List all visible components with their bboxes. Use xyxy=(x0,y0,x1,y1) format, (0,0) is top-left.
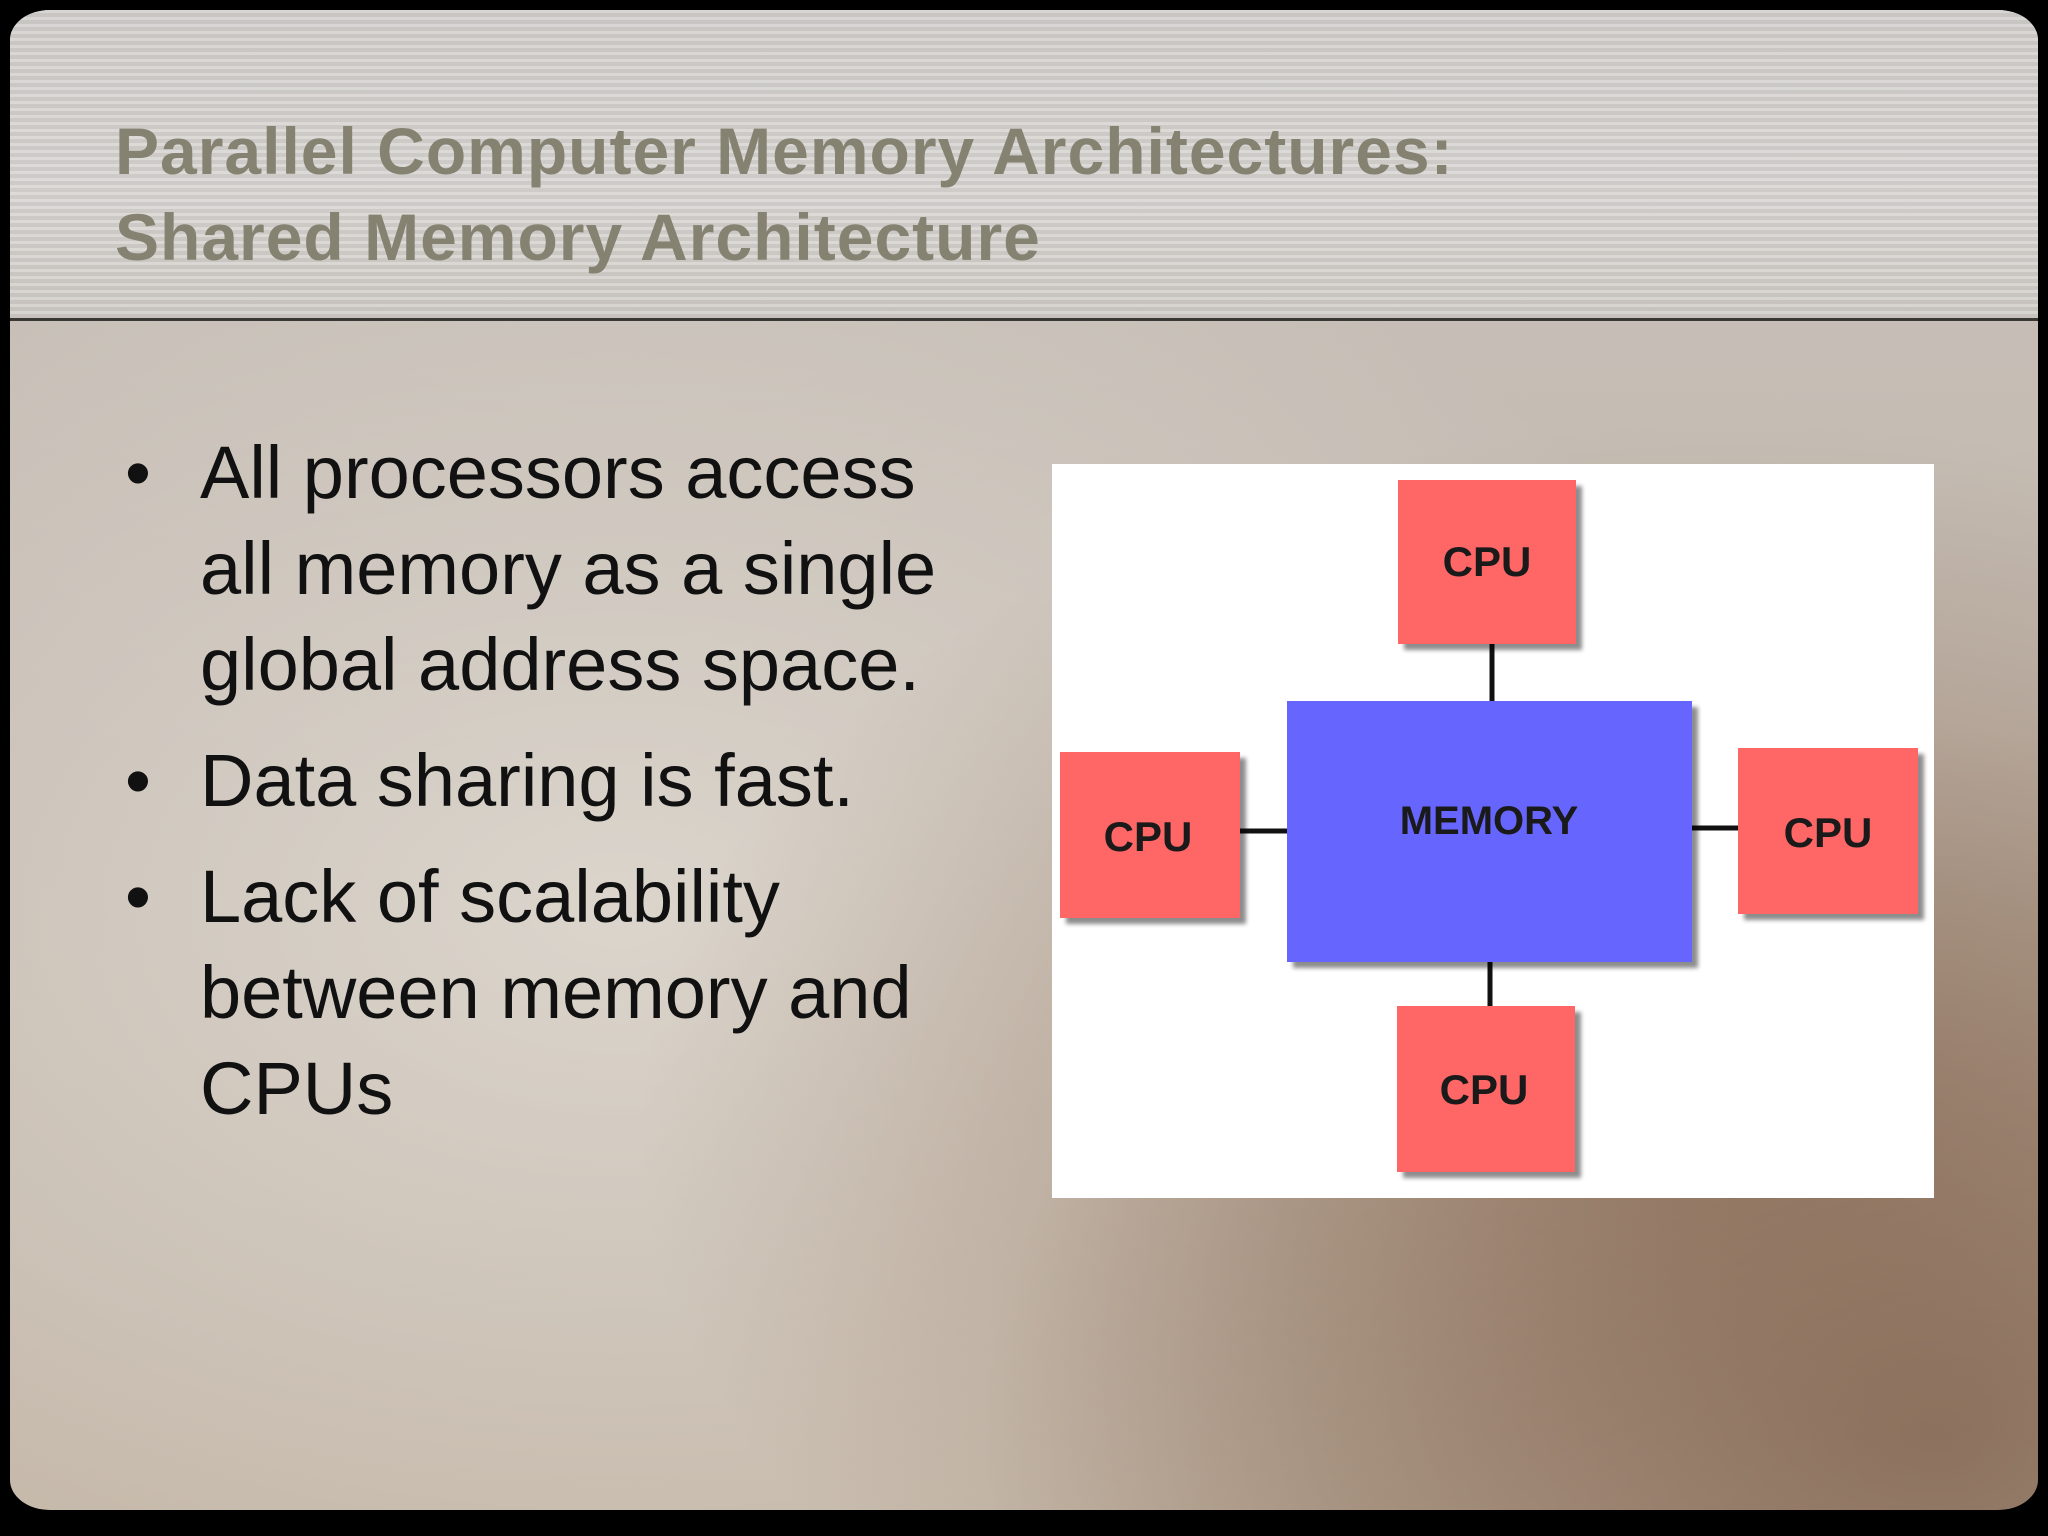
bullet-glyph: • xyxy=(125,431,151,514)
bullet-item: • Data sharing is fast. xyxy=(115,733,995,829)
bullet-item: • All processors access all memory as a … xyxy=(115,425,995,713)
memory-block xyxy=(1287,701,1692,962)
bullet-text: Lack of scalability between memory and C… xyxy=(200,855,912,1130)
bullet-text: Data sharing is fast. xyxy=(200,739,854,822)
cpu-label-top: CPU xyxy=(1443,538,1532,585)
memory-label: MEMORY xyxy=(1400,799,1579,843)
header-divider xyxy=(10,318,2038,321)
cpu-label-left: CPU xyxy=(1104,813,1193,860)
shared-memory-diagram: MEMORY CPU CPU CPU CPU xyxy=(1052,464,1934,1198)
bullet-list: • All processors access all memory as a … xyxy=(115,425,995,1157)
bullet-item: • Lack of scalability between memory and… xyxy=(115,849,995,1137)
bullet-glyph: • xyxy=(125,855,151,938)
title-line-1: Parallel Computer Memory Architectures: xyxy=(115,114,1454,188)
cpu-block-left xyxy=(1060,752,1240,918)
cpu-label-bottom: CPU xyxy=(1440,1066,1529,1113)
cpu-block-bottom xyxy=(1397,1006,1575,1172)
header-band xyxy=(10,10,2038,320)
cpu-block-top xyxy=(1398,480,1576,644)
diagram-svg: MEMORY CPU CPU CPU CPU xyxy=(1060,480,1918,1172)
bullet-glyph: • xyxy=(125,739,151,822)
slide-title: Parallel Computer Memory Architectures: … xyxy=(115,108,1815,280)
title-line-2: Shared Memory Architecture xyxy=(115,200,1041,274)
bullet-text: All processors access all memory as a si… xyxy=(200,431,937,706)
cpu-label-right: CPU xyxy=(1784,809,1873,856)
cpu-block-right xyxy=(1738,748,1918,914)
